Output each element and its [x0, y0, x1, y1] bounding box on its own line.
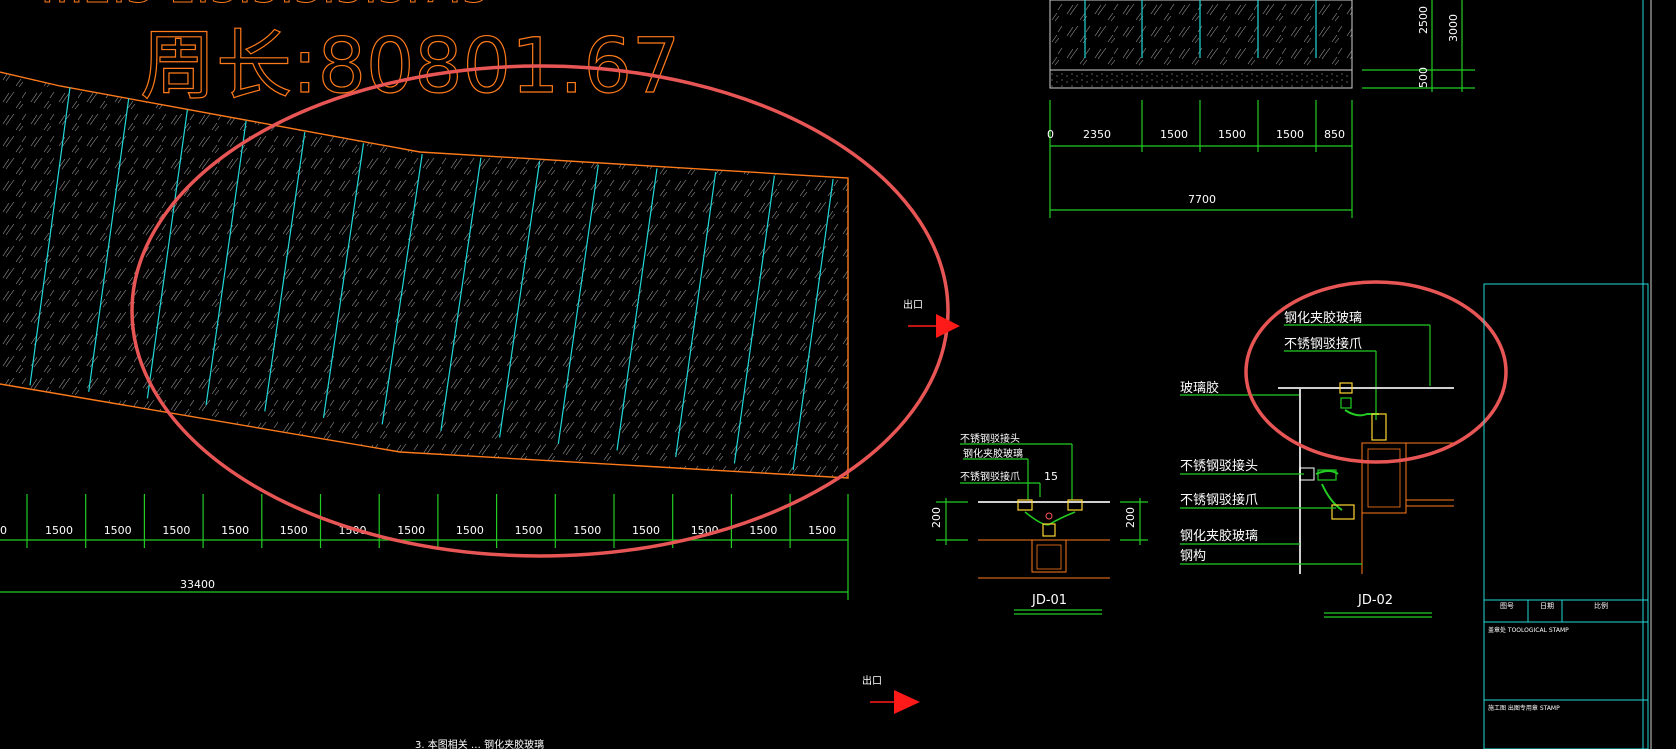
panel-divider-line: [557, 164, 599, 444]
title-col-3: 比例: [1594, 601, 1608, 610]
panel-divider-line: [88, 98, 130, 392]
elevation-panel-area: [1049, 0, 1353, 71]
panel-divider-line: [29, 87, 71, 386]
highlight-ellipse-main: [130, 64, 950, 558]
elev-dim-5: 850: [1324, 128, 1345, 141]
elev-total-dim: 7700: [1188, 193, 1216, 206]
panel-divider-line: [440, 157, 482, 431]
elev-dim-3: 1500: [1218, 128, 1246, 141]
plan-dimension-label: 1500: [632, 524, 660, 537]
highlight-ellipse-detail: [1244, 280, 1508, 464]
jd01-dim-left: 200: [930, 507, 943, 528]
jd01-fitting-icon: [1017, 499, 1083, 537]
jd02-top-label-2: 不锈钢驳接爪: [1284, 336, 1362, 352]
panel-divider-line: [264, 131, 306, 412]
exit-label-2: 出口: [862, 674, 882, 687]
panel-divider-line: [616, 168, 658, 451]
panel-divider-lines: [29, 87, 834, 470]
header: …2.3 1.3.5.3.5.3.7.5 周长:80801.67: [40, 0, 681, 111]
jd02-title: JD-02: [1357, 593, 1393, 608]
panel-divider-line: [733, 175, 775, 464]
jd02-bottom-label-1: 不锈钢驳接头: [1180, 458, 1258, 474]
exit-arrow-2-icon: [894, 690, 920, 714]
jd02-top-label-1: 钢化夹胶玻璃: [1284, 310, 1362, 326]
elev-side-dim-2: 3000: [1447, 14, 1460, 42]
plan-dimension-label: 1500: [45, 524, 73, 537]
title-row-note-2: 施工图 出图专用章 STAMP: [1488, 704, 1560, 712]
title-col-2: 日期: [1540, 602, 1554, 610]
glass-roof-plan[interactable]: [0, 71, 849, 479]
plan-dimension-label: 1500: [397, 524, 425, 537]
jd01-dim-15: 15: [1044, 470, 1058, 483]
jd02-bottom-label-2: 不锈钢驳接爪: [1180, 492, 1258, 508]
exit-marker-1: 出口: [903, 298, 960, 338]
elev-dim-2: 1500: [1160, 128, 1188, 141]
panel-divider-line: [322, 143, 365, 418]
jd02-bottom-label-3: 钢化夹胶玻璃: [1180, 528, 1258, 544]
jd01-title: JD-01: [1031, 593, 1067, 608]
elevation-ground-strip: [1049, 69, 1353, 89]
plan-dimension-label: 1500: [162, 524, 190, 537]
plan-dimension-label: 1500: [104, 524, 132, 537]
roof-hatch-fill: [0, 72, 848, 478]
roof-top-boundary: [0, 71, 849, 479]
plan-dimension: 0 1500 1500 1500 1500 1500 1500 1500 1500 1500 150…: [0, 494, 849, 600]
elevation-view[interactable]: 0 2350 1500 1500 1500 850 7700 2500 3000…: [1047, 0, 1475, 218]
title-block[interactable]: 图号 日期 比例 盖章处 TOOLOGICAL STAMP 施工图 出图专用章 …: [1483, 0, 1652, 749]
plan-dimension-label: 1500: [221, 524, 249, 537]
detail-jd-02[interactable]: 钢化夹胶玻璃 不锈钢驳接爪 玻璃胶 不锈钢驳接头 不锈钢驳接爪: [1180, 310, 1454, 618]
elev-dim-4: 1500: [1276, 128, 1304, 141]
jd02-bottom-label-4: 钢构: [1180, 549, 1206, 564]
panel-divider-line: [675, 171, 717, 457]
jd01-dim-right: 200: [1124, 507, 1137, 528]
elev-side-dim-3: 500: [1417, 67, 1430, 88]
title-row-note-1: 盖章处 TOOLOGICAL STAMP: [1488, 626, 1569, 634]
elev-side-dim-1: 2500: [1417, 6, 1430, 34]
jd01-label-3: 不锈钢驳接爪: [960, 470, 1020, 483]
panel-divider-line: [205, 120, 247, 405]
plan-dimension-label: 0: [0, 524, 7, 537]
plan-dimension-label: 1500: [456, 524, 484, 537]
jd01-label-1: 不锈钢驳接头: [960, 432, 1020, 445]
perimeter-label: 周长:80801.67: [140, 21, 680, 110]
elev-dim-0: 0: [1047, 128, 1054, 141]
plan-dimension-label: 1500: [515, 524, 543, 537]
header-partial-text: …2.3 1.3.5.3.5.3.7.5: [40, 0, 490, 13]
plan-dimension-label: 1500: [808, 524, 836, 537]
plan-bottom-note: 3. 本图相关 … 钢化夹胶玻璃: [415, 738, 544, 749]
plan-total-dim: 33400: [180, 578, 215, 591]
panel-divider-line: [381, 154, 423, 425]
title-col-1: 图号: [1500, 602, 1514, 610]
jd01-label-2: 钢化夹胶玻璃: [963, 447, 1023, 460]
panel-divider-line: [146, 109, 188, 399]
exit-arrow-1-icon: [936, 314, 960, 338]
exit-label-1: 出口: [903, 298, 923, 311]
plan-dimension-label: 1500: [280, 524, 308, 537]
jd02-glass-glue-label: 玻璃胶: [1180, 380, 1219, 396]
detail-jd-01[interactable]: 不锈钢驳接头 钢化夹胶玻璃 不锈钢驳接爪 15 200 200 JD-01: [930, 432, 1148, 615]
panel-divider-line: [792, 179, 834, 470]
exit-marker-2: 出口: [862, 674, 920, 714]
plan-dimension-label: 1500: [573, 524, 601, 537]
plan-dimension-label: 1500: [749, 524, 777, 537]
elev-dim-1: 2350: [1083, 128, 1111, 141]
panel-divider-line: [499, 161, 541, 438]
